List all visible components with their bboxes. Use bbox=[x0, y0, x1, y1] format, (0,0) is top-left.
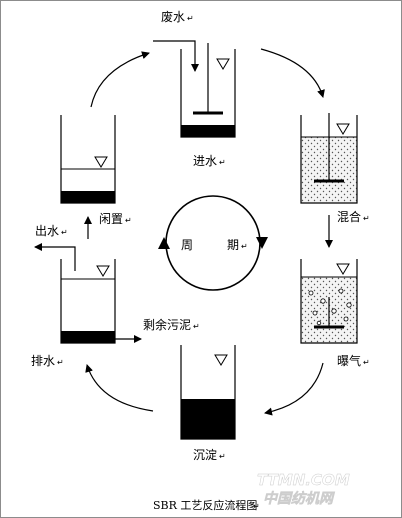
label-settle: 沉淀 bbox=[193, 448, 217, 462]
para-mark: ↵ bbox=[193, 322, 200, 331]
para-mark: ↵ bbox=[219, 158, 226, 167]
watermark-line2: 中国纺机网 bbox=[263, 490, 335, 507]
arrow-aeration-to-settle bbox=[264, 362, 324, 416]
para-mark: ↵ bbox=[241, 242, 248, 251]
watermark-line1: TTMN.COM bbox=[257, 471, 350, 489]
para-mark: ↵ bbox=[253, 502, 260, 511]
label-decant: 排水 bbox=[31, 354, 55, 368]
cycle-arrows bbox=[84, 48, 333, 416]
tank-idle bbox=[60, 115, 116, 204]
tank-settle bbox=[180, 345, 236, 440]
label-mix: 混合 bbox=[337, 209, 361, 224]
effluent-arrow bbox=[34, 243, 76, 271]
para-mark: ↵ bbox=[219, 452, 226, 461]
label-fill: 进水 bbox=[193, 154, 217, 168]
para-mark: ↵ bbox=[363, 214, 370, 223]
air-bubbles bbox=[308, 288, 352, 326]
label-idle: 闲置 bbox=[99, 212, 123, 226]
arrow-settle-to-decant bbox=[85, 364, 154, 412]
para-mark: ↵ bbox=[187, 14, 194, 23]
cycle-arrowhead-down bbox=[256, 237, 268, 249]
site-watermark: TTMN.COM 中国纺机网 bbox=[257, 471, 350, 508]
tank-mix bbox=[300, 113, 358, 204]
label-effluent: 出水 bbox=[35, 224, 59, 238]
arrow-fill-to-mix bbox=[260, 48, 325, 98]
para-mark: ↵ bbox=[125, 216, 132, 225]
figure-caption: SBR 工艺反应流程图 bbox=[153, 498, 257, 512]
influent-arrow bbox=[153, 40, 199, 72]
label-aeration: 曝气 bbox=[337, 353, 361, 368]
arrow-idle-to-fill bbox=[90, 51, 150, 108]
label-cycle-right: 期 bbox=[227, 238, 239, 252]
cycle-arrowhead-up bbox=[158, 237, 170, 249]
tank-aeration bbox=[300, 259, 358, 344]
tank-decant bbox=[60, 259, 116, 344]
label-cycle-left: 周 bbox=[181, 238, 193, 252]
para-mark: ↵ bbox=[61, 228, 68, 237]
para-mark: ↵ bbox=[57, 358, 64, 367]
label-sludge: 剩余污泥 bbox=[143, 317, 191, 332]
tank-fill bbox=[180, 43, 236, 138]
para-mark: ↵ bbox=[363, 358, 370, 367]
cycle-circle bbox=[158, 195, 268, 291]
label-influent: 废水 bbox=[161, 9, 185, 24]
